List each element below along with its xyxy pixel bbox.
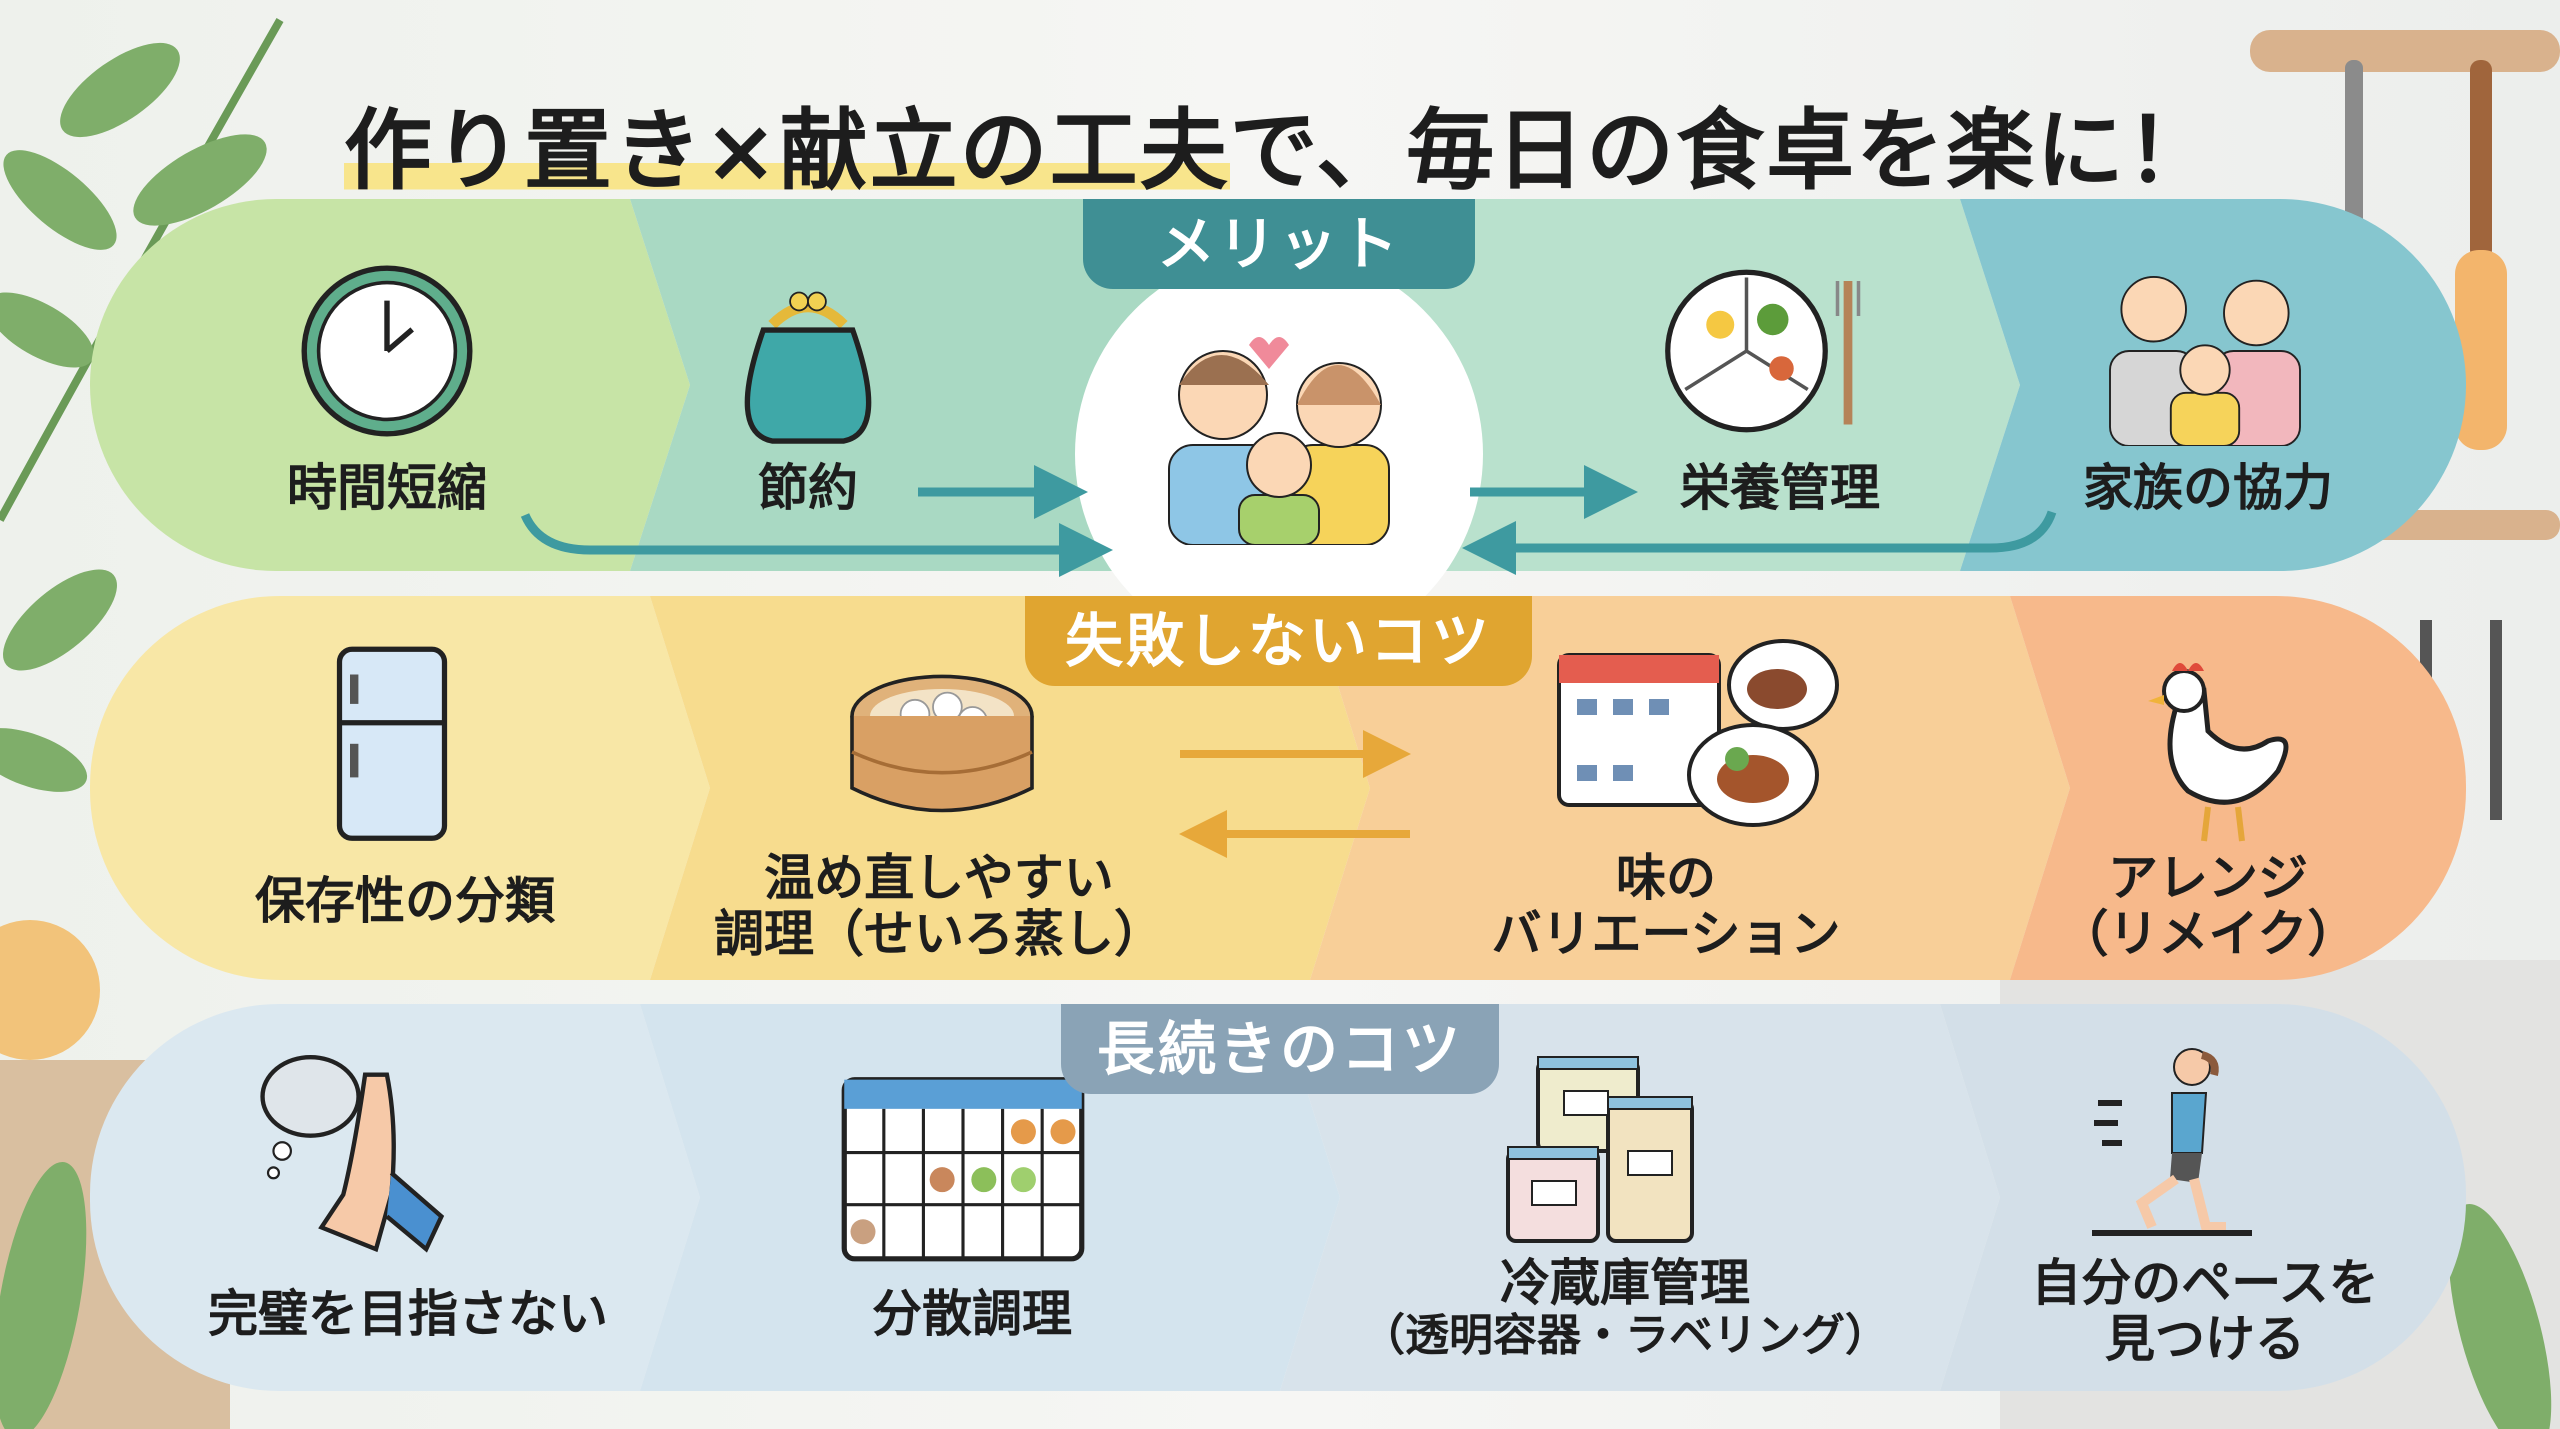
longterm-label-line: 見つける: [2105, 1310, 2305, 1368]
happy-family-icon: [1168, 337, 1390, 545]
tips-label-line: バリエーション: [1491, 905, 1841, 963]
longterm-label-line: （透明容器・ラベリング）: [1361, 1310, 1889, 1361]
runner-icon: [2092, 1048, 2252, 1236]
calendar-dishes-icon: [1557, 639, 1839, 827]
longterm-label-batch-cooking: 分散調理: [872, 1286, 1072, 1342]
balanced-plate-icon: [1665, 269, 1861, 433]
steamer-basket-icon: [850, 674, 1034, 813]
title-rest: で、毎日の食卓を楽に！: [1229, 99, 2217, 202]
longterm-label-own-pace: 自分のペースを見つける: [2031, 1255, 2379, 1367]
tips-label-arrange: アレンジ（リメイク）: [2059, 850, 2358, 962]
longterm-label-line: 自分のペースを: [2031, 1254, 2379, 1312]
tips-label-line: 保存性の分類: [255, 872, 555, 930]
family-icon: [2109, 275, 2301, 446]
kitchen-utensils-icon: [2345, 60, 2507, 820]
merit-label-nutrition: 栄養管理: [1680, 459, 1880, 517]
meal-calendar-icon: [841, 1077, 1085, 1262]
merit-label-family: 家族の協力: [2083, 459, 2333, 517]
page-title: 作り置き×献立の工夫で、毎日の食卓を楽に！: [0, 80, 2560, 207]
tips-label-line: アレンジ: [2108, 849, 2308, 907]
tips-label-line: 温め直しやすい: [764, 849, 1114, 907]
relaxed-hands-icon: [260, 1055, 445, 1253]
tips-label-line: （リメイク）: [2058, 905, 2358, 963]
longterm-label-fridge: 冷蔵庫管理（透明容器・ラベリング）: [1361, 1255, 1889, 1360]
plant-leaves-icon: [0, 18, 2552, 1429]
chicken-icon: [2148, 663, 2289, 842]
refrigerator-icon: [336, 646, 448, 841]
coin-purse-icon: [744, 291, 872, 444]
longterm-label-line: 分散調理: [872, 1285, 1072, 1343]
plant-pot-icon: [0, 920, 100, 1060]
title-highlight: 作り置き×献立の工夫: [343, 99, 1230, 202]
tips-label-line: 味の: [1616, 849, 1716, 907]
utensil-rail-decor: [2250, 30, 2560, 72]
tips-label-reheat: 温め直しやすい調理（せいろ蒸し）: [714, 850, 1164, 962]
tips-label-variation: 味のバリエーション: [1492, 850, 1841, 962]
longterm-label-not-perfect: 完璧を目指さない: [208, 1286, 608, 1342]
longterm-tag: 長続きのコツ: [1061, 1004, 1499, 1094]
tips-tag: 失敗しないコツ: [1025, 596, 1532, 686]
tips-label-line: 調理（せいろ蒸し）: [714, 905, 1164, 963]
longterm-label-line: 冷蔵庫管理: [1500, 1254, 1750, 1312]
labeled-containers-icon: [1506, 1056, 1694, 1243]
merit-tag: メリット: [1083, 199, 1475, 289]
tips-label-storage: 保存性の分類: [255, 873, 555, 929]
longterm-label-line: 完璧を目指さない: [208, 1285, 608, 1343]
merit-label-savings: 節約: [758, 459, 858, 517]
merit-label-time: 時間短縮: [287, 459, 487, 517]
clock-icon: [301, 265, 473, 437]
